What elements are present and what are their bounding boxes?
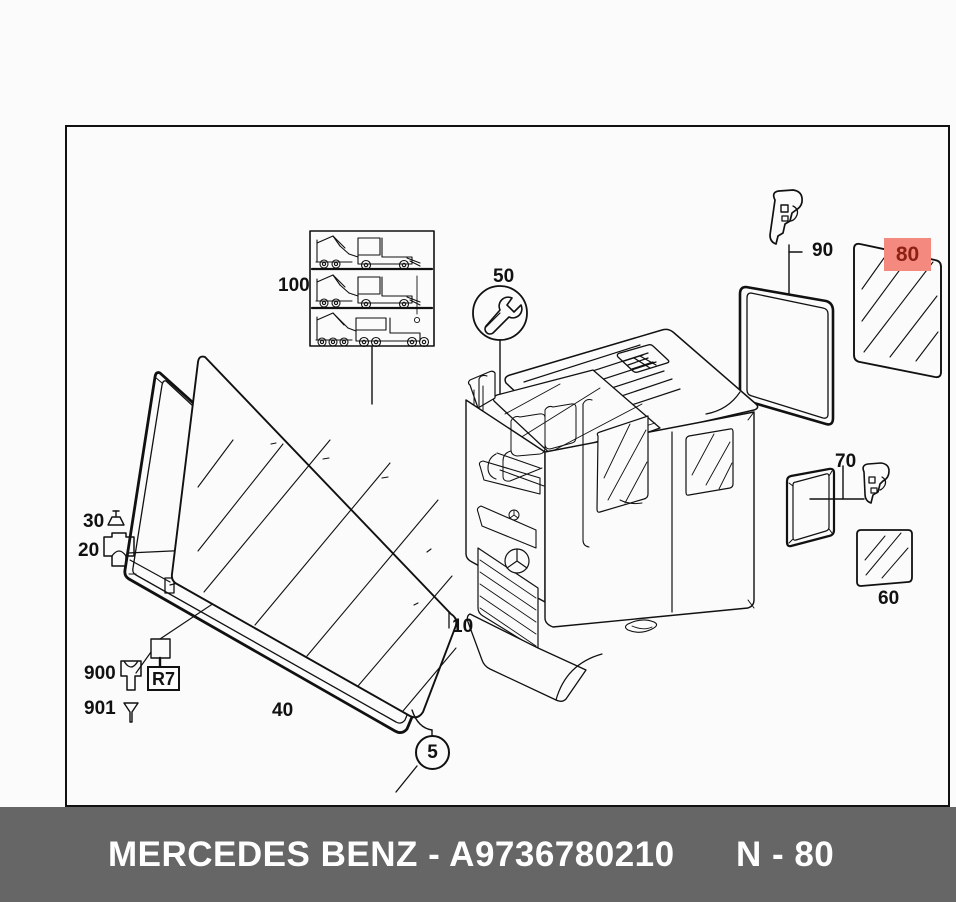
callout-90[interactable]: 90 (812, 240, 834, 261)
callout-30[interactable]: 30 (83, 511, 105, 532)
callout-5-circled[interactable]: 5 (415, 735, 450, 770)
callout-901[interactable]: 901 (84, 698, 116, 719)
callout-50[interactable]: 50 (493, 266, 515, 287)
footer-bar: MERCEDES BENZ - A9736780210 N - 80 (0, 807, 956, 902)
diagram-frame (65, 125, 950, 807)
callout-70[interactable]: 70 (835, 451, 857, 472)
callout-100[interactable]: 100 (278, 275, 310, 296)
callout-900[interactable]: 900 (84, 663, 116, 684)
callout-10[interactable]: 10 (452, 616, 474, 637)
callout-40[interactable]: 40 (272, 700, 294, 721)
callout-60[interactable]: 60 (878, 588, 900, 609)
footer-part-caption: MERCEDES BENZ - A9736780210 N - 80 (108, 834, 835, 874)
callout-80-highlighted[interactable]: 80 (884, 238, 931, 271)
callout-20[interactable]: 20 (78, 540, 100, 561)
callout-R7-boxed[interactable]: R7 (147, 666, 180, 691)
